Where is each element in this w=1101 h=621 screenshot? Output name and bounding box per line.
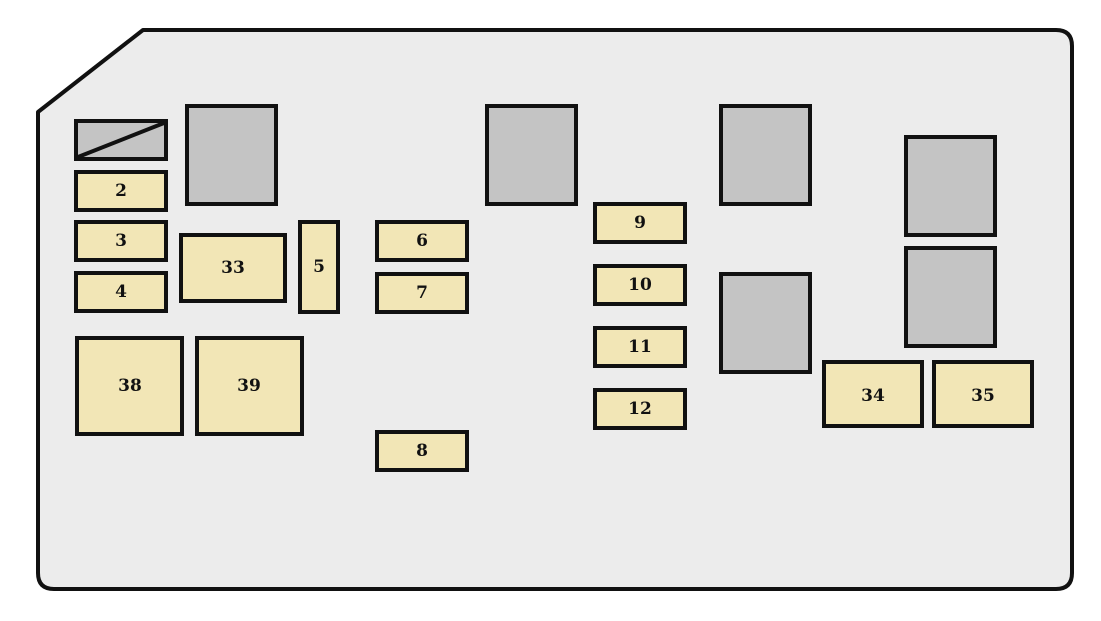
fuse-38: 38 xyxy=(75,336,184,436)
fuse-label: 39 xyxy=(237,376,261,396)
fuse-label: 4 xyxy=(115,282,127,302)
fuse-2: 2 xyxy=(74,170,168,212)
fuse-label: 3 xyxy=(115,231,127,251)
fuse-5: 5 xyxy=(298,220,340,314)
fuse-33: 33 xyxy=(179,233,287,303)
relay-6 xyxy=(719,272,812,374)
fuse-panel xyxy=(36,28,1074,591)
fuse-11: 11 xyxy=(593,326,687,368)
fuse-label: 6 xyxy=(416,231,428,251)
fuse-label: 5 xyxy=(313,257,325,277)
fuse-label: 10 xyxy=(628,275,652,295)
fuse-label: 7 xyxy=(416,283,428,303)
fuse-label: 34 xyxy=(861,386,885,406)
fuse-7: 7 xyxy=(375,272,469,314)
fuse-12: 12 xyxy=(593,388,687,430)
relay-5 xyxy=(904,246,997,348)
fuse-label: 38 xyxy=(118,376,142,396)
fuse-35: 35 xyxy=(932,360,1034,428)
fuse-label: 35 xyxy=(971,386,995,406)
relay-2 xyxy=(485,104,578,206)
relay-4 xyxy=(904,135,997,237)
blank-slot xyxy=(74,119,168,161)
fuse-8: 8 xyxy=(375,430,469,472)
fuse-3: 3 xyxy=(74,220,168,262)
fuse-label: 8 xyxy=(416,441,428,461)
fuse-34: 34 xyxy=(822,360,924,428)
fuse-label: 2 xyxy=(115,181,127,201)
fuse-label: 11 xyxy=(628,337,652,357)
relay-1 xyxy=(185,104,278,206)
fuse-label: 12 xyxy=(628,399,652,419)
fuse-6: 6 xyxy=(375,220,469,262)
fuse-label: 33 xyxy=(221,258,245,278)
fuse-39: 39 xyxy=(195,336,304,436)
fuse-9: 9 xyxy=(593,202,687,244)
relay-3 xyxy=(719,104,812,206)
fuse-4: 4 xyxy=(74,271,168,313)
fuse-10: 10 xyxy=(593,264,687,306)
fuse-label: 9 xyxy=(634,213,646,233)
